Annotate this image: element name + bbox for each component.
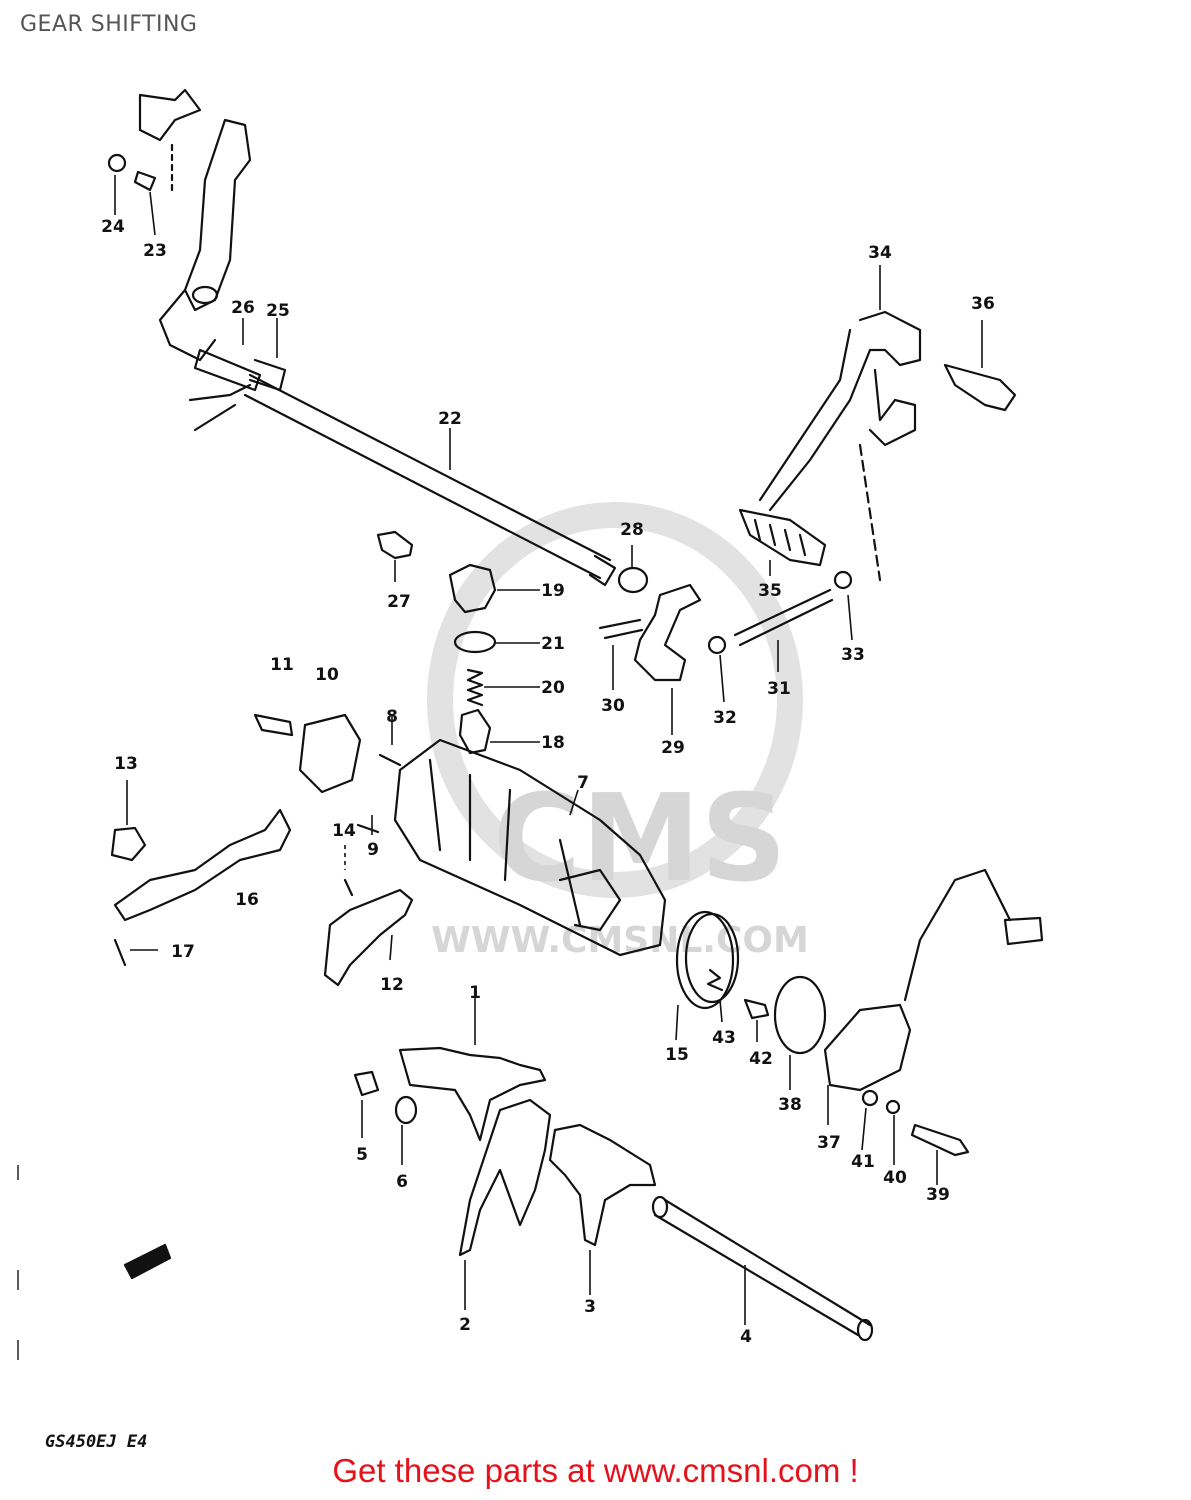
- washer-41: [861, 1089, 879, 1107]
- label-part-5: 5: [356, 1145, 368, 1165]
- link-rod: [707, 570, 853, 655]
- label-part-21: 21: [541, 634, 565, 654]
- label-part-15: 15: [665, 1045, 689, 1065]
- shift-fork-2: [458, 1098, 552, 1257]
- o-ring-38: [773, 975, 827, 1055]
- label-part-42: 42: [749, 1049, 773, 1069]
- label-part-34: 34: [868, 243, 892, 263]
- spring-43: [706, 968, 724, 992]
- pin-9: [356, 823, 380, 834]
- label-part-1: 1: [469, 983, 481, 1003]
- label-part-10: 10: [315, 665, 339, 685]
- label-part-22: 22: [438, 409, 462, 429]
- watermark-logo: CMS WWW.CMSNL.COM: [427, 502, 809, 961]
- label-part-2: 2: [459, 1315, 471, 1335]
- label-part-19: 19: [541, 581, 565, 601]
- shift-arm-16: [110, 808, 292, 967]
- gearshift-lever: [738, 310, 1017, 582]
- gearshift-cam-drum: [393, 738, 667, 957]
- stopper-plate-12: [323, 878, 414, 987]
- part-labels: 1 2 3 4 5 6 7 8 9 10 11 12 13 14 15 16 1…: [101, 217, 995, 1347]
- label-part-11: 11: [270, 655, 294, 675]
- label-part-36: 36: [971, 294, 995, 314]
- neutral-switch-27: [376, 530, 414, 560]
- label-part-25: 25: [266, 301, 290, 321]
- label-part-40: 40: [883, 1168, 907, 1188]
- label-part-23: 23: [143, 241, 167, 261]
- label-part-43: 43: [712, 1028, 736, 1048]
- bolt-39: [910, 1123, 970, 1157]
- label-part-8: 8: [386, 707, 398, 727]
- label-part-6: 6: [396, 1172, 408, 1192]
- footer-parts-link[interactable]: Get these parts at www.cmsnl.com !: [332, 1452, 859, 1489]
- label-part-12: 12: [380, 975, 404, 995]
- label-part-17: 17: [171, 942, 195, 962]
- label-part-28: 28: [620, 520, 644, 540]
- clip-part: [107, 143, 174, 192]
- label-part-41: 41: [851, 1152, 875, 1172]
- front-arrow-icon: [123, 1243, 172, 1280]
- gearshift-arm-part: [138, 88, 287, 432]
- stopper-assembly: [448, 563, 497, 755]
- washer-6: [394, 1095, 418, 1125]
- label-part-18: 18: [541, 733, 565, 753]
- label-part-20: 20: [541, 678, 565, 698]
- label-part-27: 27: [387, 592, 411, 612]
- label-part-9: 9: [367, 840, 379, 860]
- label-part-38: 38: [778, 1095, 802, 1115]
- label-part-4: 4: [740, 1327, 752, 1347]
- shift-fork-1: [398, 1046, 547, 1142]
- leader-lines: [114, 175, 983, 1325]
- fork-shaft-4: [651, 1195, 874, 1342]
- neutral-switch-37: [823, 868, 1044, 1092]
- nut-40: [885, 1099, 901, 1115]
- label-part-37: 37: [817, 1133, 841, 1153]
- label-part-14: 14: [332, 821, 356, 841]
- pin-42: [743, 998, 770, 1020]
- bearing-15: [675, 910, 740, 1010]
- gearshift-shaft-22: [243, 373, 649, 594]
- label-part-31: 31: [767, 679, 791, 699]
- label-part-24: 24: [101, 217, 125, 237]
- label-part-13: 13: [114, 754, 138, 774]
- label-part-39: 39: [926, 1185, 950, 1205]
- label-part-26: 26: [231, 298, 255, 318]
- label-part-7: 7: [577, 773, 589, 793]
- pin-8: [378, 753, 402, 767]
- label-part-16: 16: [235, 890, 259, 910]
- label-part-33: 33: [841, 645, 865, 665]
- watermark-brand: CMS: [493, 770, 787, 909]
- bolt-5: [353, 1070, 380, 1097]
- cam-plate: [253, 713, 362, 794]
- shift-fork-3: [548, 1123, 657, 1247]
- label-part-32: 32: [713, 708, 737, 728]
- model-code: GS450EJ E4: [45, 1432, 148, 1452]
- page-title: GEAR SHIFTING: [20, 12, 198, 37]
- label-part-29: 29: [661, 738, 685, 758]
- label-part-30: 30: [601, 696, 625, 716]
- label-part-3: 3: [584, 1297, 596, 1317]
- label-part-35: 35: [758, 581, 782, 601]
- shift-arm-29: [598, 583, 702, 682]
